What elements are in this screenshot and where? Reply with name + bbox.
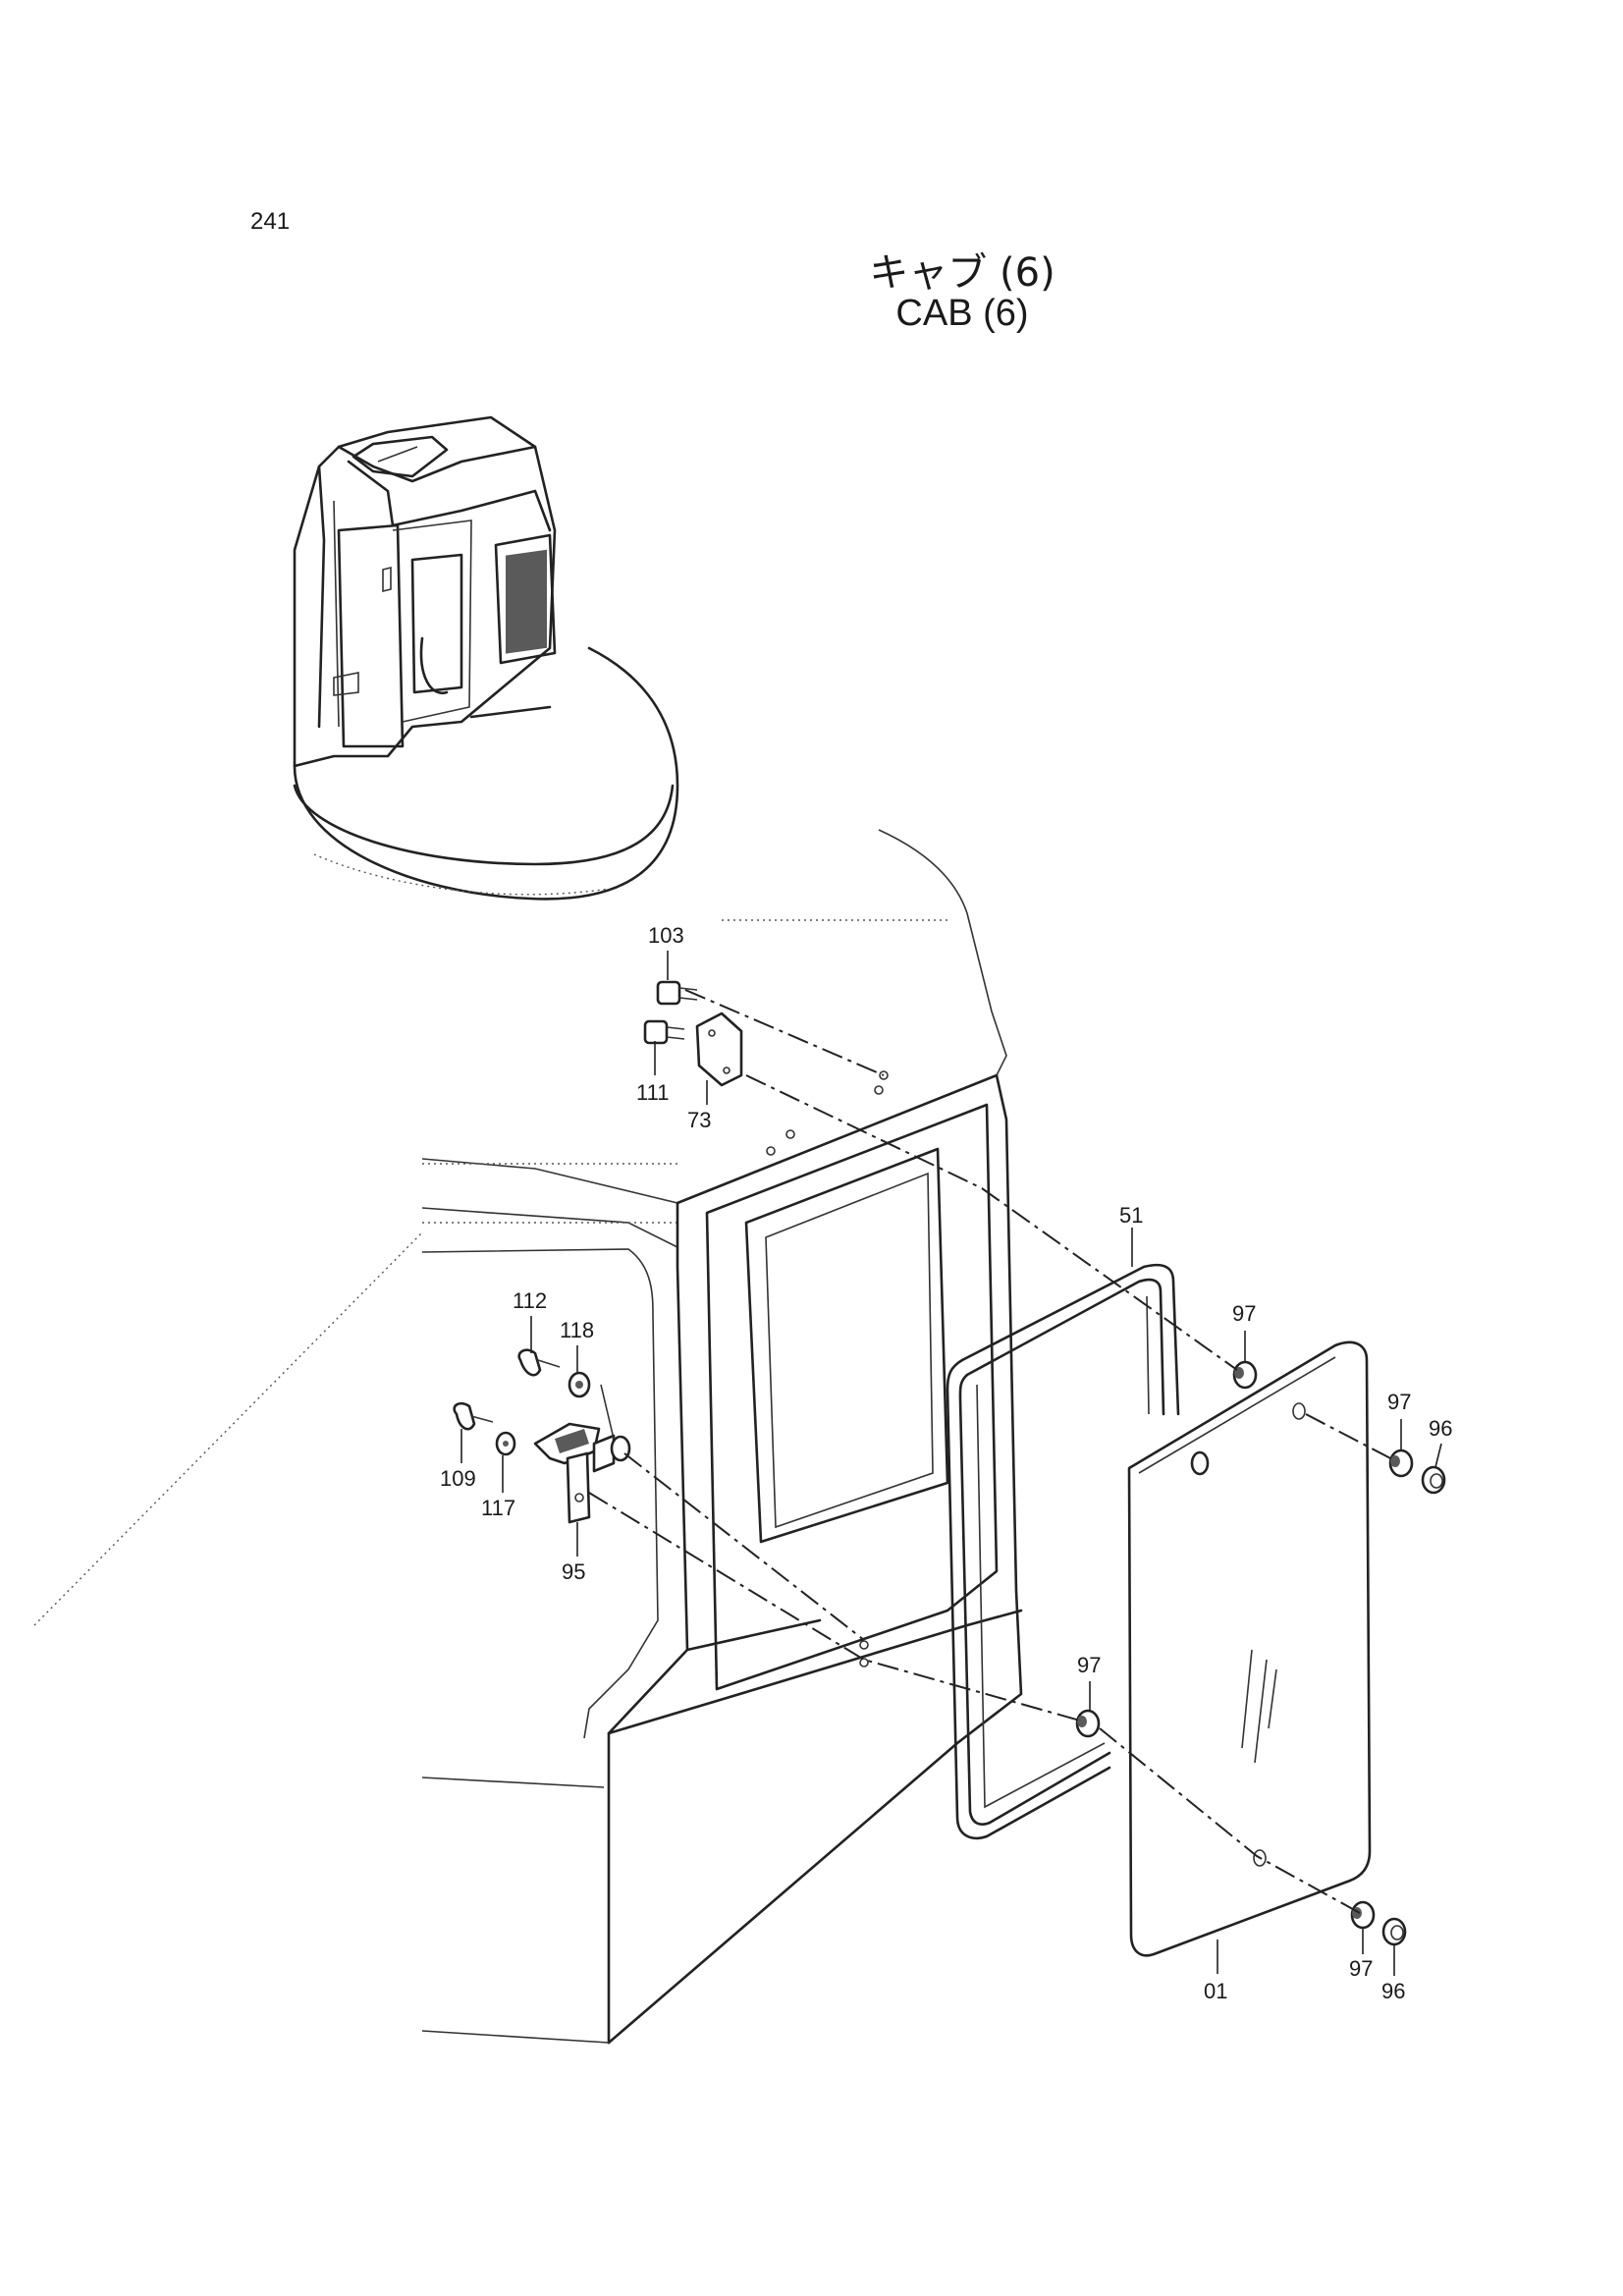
- cap-96-upper: [1421, 1465, 1446, 1495]
- leader-lines: [460, 951, 1442, 1976]
- mount-97-lower-left: [1075, 1709, 1101, 1738]
- callout-96-upper: 96: [1429, 1416, 1452, 1441]
- callout-97-upper-right: 97: [1387, 1390, 1411, 1414]
- callout-111: 111: [636, 1080, 669, 1105]
- mount-97-upper-right: [1388, 1449, 1414, 1478]
- callout-51: 51: [1119, 1203, 1143, 1228]
- title-english: CAB (6): [895, 293, 1029, 334]
- cab-side-panel-drawing: [33, 829, 1023, 2045]
- window-glass-01: [1127, 1340, 1372, 1957]
- callout-73: 73: [687, 1108, 711, 1132]
- callout-96-lower: 96: [1381, 1979, 1405, 2003]
- callout-01: 01: [1204, 1979, 1227, 2003]
- callout-118: 118: [560, 1318, 594, 1342]
- callout-103: 103: [648, 923, 684, 948]
- callout-112: 112: [513, 1288, 547, 1313]
- callout-117: 117: [481, 1496, 515, 1520]
- callout-97-lower-right: 97: [1349, 1956, 1373, 1981]
- bracket-73-assembly: [643, 980, 743, 1087]
- callout-109: 109: [440, 1466, 476, 1491]
- page-number: 241: [250, 208, 291, 235]
- callout-labels: 103 111 73 51 112 118 109 117 95 97 97 9…: [440, 923, 1452, 2003]
- callout-97-upper-left: 97: [1232, 1301, 1256, 1326]
- mount-97-upper-left: [1232, 1360, 1258, 1390]
- window-seal-51: [946, 1263, 1180, 1840]
- assembly-lines: [588, 989, 1395, 1914]
- callout-95: 95: [562, 1559, 585, 1584]
- cap-96-lower: [1381, 1917, 1407, 1946]
- callout-97-lower-left: 97: [1077, 1653, 1101, 1677]
- cab-overview-illustration: [293, 415, 679, 901]
- latch-95-assembly: [453, 1348, 631, 1524]
- title-japanese: キャブ (6): [869, 250, 1055, 296]
- mount-97-lower-right: [1350, 1900, 1376, 1930]
